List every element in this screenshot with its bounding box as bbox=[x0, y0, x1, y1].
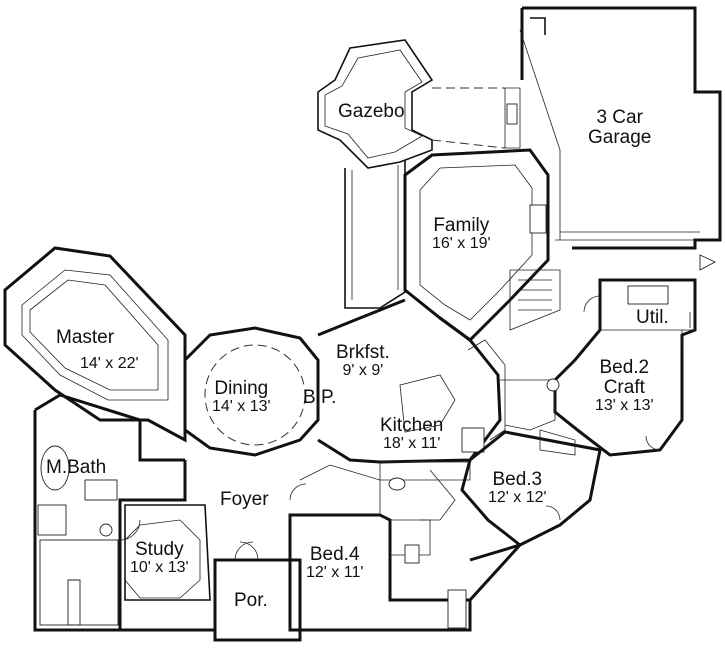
front-walls bbox=[118, 460, 525, 642]
room-dims: 10' x 13' bbox=[130, 558, 189, 576]
room-label-family: Family 16' x 19' bbox=[432, 216, 491, 253]
room-name: Util. bbox=[636, 307, 669, 328]
door-swings bbox=[119, 295, 661, 561]
room-label-dining: Dining 14' x 13' bbox=[212, 379, 271, 416]
room-name: Bed.2 bbox=[599, 357, 650, 378]
room-name: Dining bbox=[214, 378, 269, 399]
room-name: Por. bbox=[234, 590, 268, 611]
room-dims: 13' x 13' bbox=[595, 396, 654, 414]
room-label-brkfst: Brkfst. 9' x 9' bbox=[336, 343, 390, 380]
room-dims: 18' x 11' bbox=[382, 434, 441, 452]
room-label-bed2: Bed.2 Craft 13' x 13' bbox=[595, 358, 654, 415]
garage-walls bbox=[519, 6, 722, 271]
room-label-foyer: Foyer bbox=[220, 490, 269, 510]
room-name: Kitchen bbox=[380, 415, 444, 436]
room-name-2: Garage bbox=[588, 126, 652, 148]
room-name: Bed.3 bbox=[492, 469, 543, 490]
kitchen-walls bbox=[317, 298, 506, 481]
room-dims: 12' x 12' bbox=[488, 488, 547, 506]
family-walls bbox=[403, 148, 561, 342]
room-name: Study bbox=[135, 539, 184, 560]
mbath-walls bbox=[33, 393, 185, 632]
room-dims: 16' x 19' bbox=[432, 234, 491, 252]
room-label-gazebo: Gazebo bbox=[338, 102, 405, 122]
room-label-bed4: Bed.4 12' x 11' bbox=[306, 545, 363, 582]
room-name-2: Craft bbox=[603, 376, 645, 398]
room-dims: 12' x 11' bbox=[306, 563, 364, 581]
room-name: M.Bath bbox=[46, 457, 107, 478]
room-name: B.P. bbox=[303, 387, 337, 408]
room-name: Family bbox=[433, 215, 490, 236]
room-label-util: Util. bbox=[636, 308, 669, 328]
dining-walls bbox=[183, 326, 320, 457]
room-label-porch: Por. bbox=[234, 591, 268, 611]
room-dims: 14' x 22' bbox=[80, 354, 139, 372]
room-dims: 14' x 13' bbox=[212, 397, 271, 415]
room-name: Brkfst. bbox=[336, 342, 390, 363]
room-name: Bed.4 bbox=[309, 544, 360, 565]
room-name: Gazebo bbox=[338, 101, 405, 122]
room-label-bp: B.P. bbox=[303, 388, 336, 408]
gazebo-outline bbox=[317, 39, 521, 309]
room-label-bed3: Bed.3 12' x 12' bbox=[488, 470, 547, 507]
room-label-study: Study 10' x 13' bbox=[130, 540, 189, 577]
room-name: 3 Car bbox=[596, 107, 643, 128]
room-dims: 9' x 9' bbox=[342, 361, 384, 379]
bed3-walls bbox=[460, 429, 602, 547]
master-walls bbox=[3, 246, 187, 443]
room-label-kitchen: Kitchen 18' x 11' bbox=[380, 416, 443, 453]
room-label-mbath: M.Bath bbox=[46, 458, 106, 478]
room-name: Foyer bbox=[220, 489, 269, 510]
room-label-garage: 3 Car Garage bbox=[588, 108, 651, 148]
room-name: Master bbox=[56, 327, 115, 348]
util-bed2-walls bbox=[500, 278, 697, 457]
room-label-master: Master 14' x 22' bbox=[56, 328, 139, 373]
